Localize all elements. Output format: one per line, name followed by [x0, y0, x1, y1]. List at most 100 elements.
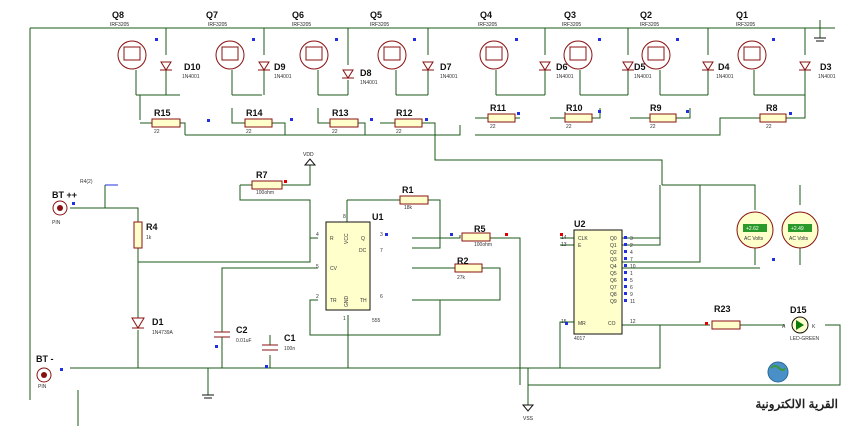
- led-d15: D15 LED-GREEN A K: [782, 305, 820, 342]
- resistor-r2: R2 27k: [454, 256, 483, 281]
- ic-value: 4017: [574, 336, 585, 342]
- ground-symbol-bottom: [202, 394, 214, 399]
- mosfet-value: IRF3205: [110, 22, 129, 28]
- diode-d5: D5 1N4001: [622, 61, 652, 80]
- pin-marker: [624, 285, 627, 288]
- terminal-label: BT ++: [52, 190, 77, 200]
- mosfet-q2: Q2 IRF3205: [640, 10, 671, 70]
- u2-q-pin-number: 1: [630, 271, 633, 277]
- zener-d1: D1 1N4739A: [131, 317, 174, 336]
- rail-vdd: VDD: [303, 152, 317, 166]
- pin-label: CLK: [578, 236, 588, 242]
- pin-label: E: [578, 243, 582, 249]
- resistor-r12: R12 22: [394, 108, 423, 135]
- diode-d8: D8 1N4001: [342, 68, 378, 86]
- pin-number: 15: [561, 319, 567, 325]
- terminal-bt-neg: BT - PIN: [36, 354, 54, 390]
- u2-q-pin-number: 11: [630, 299, 635, 305]
- resistor-r14: R14 22: [244, 108, 273, 135]
- resistor-value: 22: [566, 124, 572, 130]
- u2-q-label: Q5: [610, 271, 617, 277]
- pin-number: 6: [380, 294, 383, 300]
- diode-value: 1N4001: [716, 74, 734, 80]
- u2-q-label: Q4: [610, 264, 617, 270]
- u2-q-pin-number: 10: [630, 264, 636, 270]
- led-pin-k: K: [812, 324, 816, 330]
- diode-ref: D8: [360, 68, 372, 78]
- diode-ref: D10: [184, 62, 201, 72]
- mosfet-ref: Q2: [640, 10, 652, 20]
- diode-ref: D4: [718, 62, 730, 72]
- u2-q-label: Q9: [610, 299, 617, 305]
- probe-r4: R4(2): [80, 179, 118, 186]
- ground-symbol-top: [814, 37, 826, 42]
- capacitor-c1: C1 100n: [262, 333, 296, 352]
- mosfet-value: IRF3205: [370, 22, 389, 28]
- pin-number: 7: [380, 248, 383, 254]
- pin-label: GND: [344, 296, 350, 308]
- pin-marker: [624, 271, 627, 274]
- pin-marker: [624, 278, 627, 281]
- mosfet-ref: Q7: [206, 10, 218, 20]
- u2-q-pin-number: 3: [630, 236, 633, 242]
- pin-label: VCC: [344, 233, 350, 244]
- diode-d9: D9 1N4001: [258, 61, 292, 80]
- capacitor-ref: C1: [284, 333, 296, 343]
- mosfet-value: IRF3205: [208, 22, 227, 28]
- pin-number: 8: [343, 214, 346, 220]
- diode-value: 1N4001: [634, 74, 652, 80]
- mosfet-ref: Q3: [564, 10, 576, 20]
- mosfet-ref: Q5: [370, 10, 382, 20]
- probe-label: R4(2): [80, 179, 93, 185]
- ic-value: 555: [372, 318, 381, 324]
- u2-q-pin-number: 4: [630, 250, 633, 256]
- pin-number: 1: [343, 316, 346, 322]
- mosfet-ref: Q1: [736, 10, 748, 20]
- mosfet-q4: Q4 IRF3205: [478, 10, 509, 70]
- resistor-r1: R1 18k: [399, 185, 429, 211]
- resistor-ref: R14: [246, 108, 263, 118]
- resistor-r4: R4 1k: [133, 221, 158, 249]
- resistor-value: 22: [490, 124, 496, 130]
- resistor-ref: R1: [402, 185, 414, 195]
- resistor-r15: R15 22: [151, 108, 181, 135]
- u2-q-pin-number: 5: [630, 278, 633, 284]
- watermark-logo: القرية الالكترونية: [755, 361, 838, 412]
- gate-resistor-group: R15 22 R14 22 R13 22 R12 22 R11 22 R10 2…: [151, 103, 787, 135]
- ic-ref: U2: [574, 219, 586, 229]
- pin-marker: [624, 257, 627, 260]
- resistor-value: 22: [766, 124, 772, 130]
- u2-q-pin-number: 7: [630, 257, 633, 263]
- resistor-r13: R13 22: [329, 108, 359, 135]
- led-value: LED-GREEN: [790, 336, 820, 342]
- resistor-r8: R8 22: [759, 103, 787, 130]
- resistor-ref: R7: [256, 170, 268, 180]
- u2-q-pin-number: 9: [630, 292, 633, 298]
- diode-value: 1N4739A: [152, 330, 174, 336]
- mosfet-value: IRF3205: [562, 22, 581, 28]
- pin-number: 5: [316, 264, 319, 270]
- ic-ref: U1: [372, 212, 384, 222]
- resistor-value: 22: [650, 124, 656, 130]
- capacitor-c2: C2 0.01uF: [214, 325, 252, 345]
- diode-d6: D6 1N4001: [539, 61, 574, 80]
- u2-q-label: Q8: [610, 292, 617, 298]
- u2-q-pin-number: 6: [630, 285, 633, 291]
- meter-unit: AC Volts: [789, 236, 809, 242]
- diode-ref: D5: [634, 62, 646, 72]
- resistor-r5: R5 100ohm: [461, 224, 492, 248]
- u2-q-label: Q1: [610, 243, 617, 249]
- led-ref: D15: [790, 305, 807, 315]
- resistor-ref: R13: [332, 108, 349, 118]
- rail-vss: VSS: [521, 404, 535, 422]
- resistor-value: 22: [246, 129, 252, 135]
- resistor-r10: R10 22: [564, 103, 593, 130]
- u2-q-label: Q3: [610, 257, 617, 263]
- u2-q-label: Q0: [610, 236, 617, 242]
- diode-ref: D9: [274, 62, 286, 72]
- pin-label: Q: [361, 236, 365, 242]
- diode-group: D10 1N4001 D9 1N4001 D8 1N4001 D7 1N4001…: [160, 61, 836, 86]
- resistor-ref: R11: [490, 103, 506, 113]
- resistor-value: 1k: [146, 235, 152, 241]
- rail-label: VDD: [303, 152, 314, 158]
